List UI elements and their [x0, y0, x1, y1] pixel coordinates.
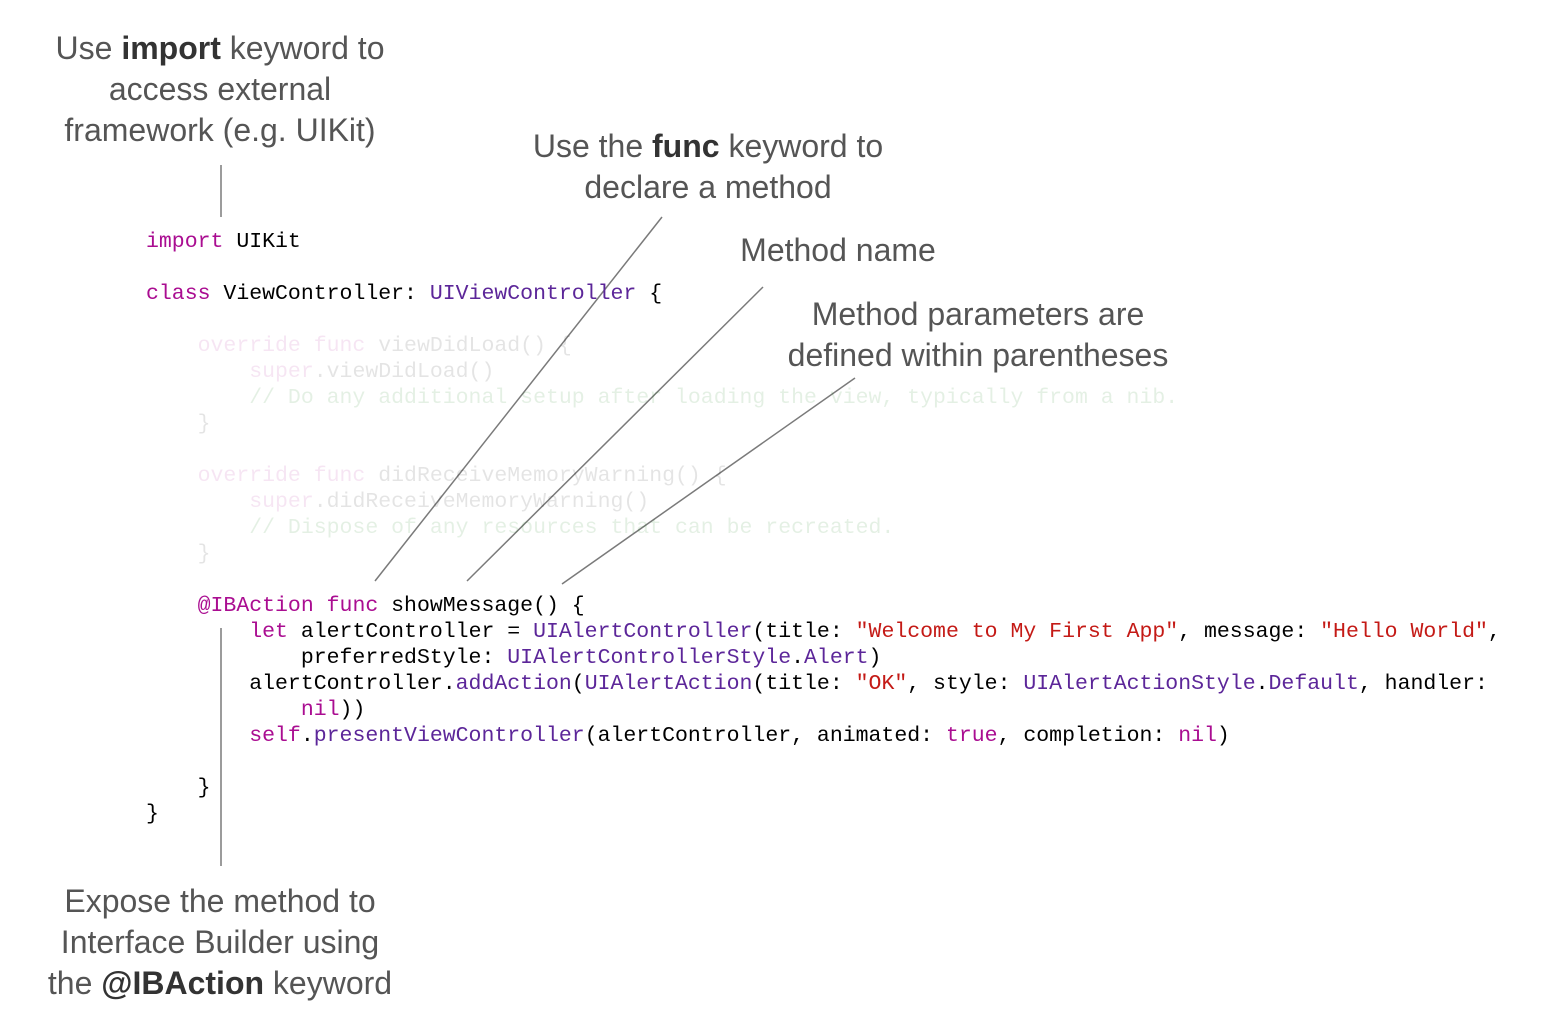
import-keyword-bold: import — [121, 30, 221, 66]
code-method-signature: showMessage() { — [378, 594, 585, 618]
code-ibaction-keyword: @IBAction — [197, 594, 314, 618]
method-name-annotation: Method name — [740, 232, 936, 268]
method-parameters-annotation: Method parameters are defined within par… — [787, 296, 1169, 373]
func-keyword-bold: func — [652, 128, 720, 164]
ibaction-keyword-bold: @IBAction — [101, 965, 265, 1001]
code-class-keyword: class — [146, 282, 211, 306]
func-connector-line — [374, 216, 663, 582]
import-annotation: Use import keyword to access external fr… — [55, 30, 385, 148]
code-func-keyword: func — [326, 594, 379, 618]
func-annotation: Use the func keyword to declare a method — [532, 128, 884, 205]
parameters-connector-line — [561, 377, 856, 585]
code-faded-block: override func viewDidLoad() { super.view… — [197, 334, 1179, 566]
ibaction-annotation: Expose the method to Interface Builder u… — [47, 883, 393, 1001]
method-name-connector-line — [466, 286, 764, 582]
code-import-keyword: import — [146, 230, 224, 254]
swift-code-listing: import UIKit class ViewController: UIVie… — [146, 230, 1501, 826]
